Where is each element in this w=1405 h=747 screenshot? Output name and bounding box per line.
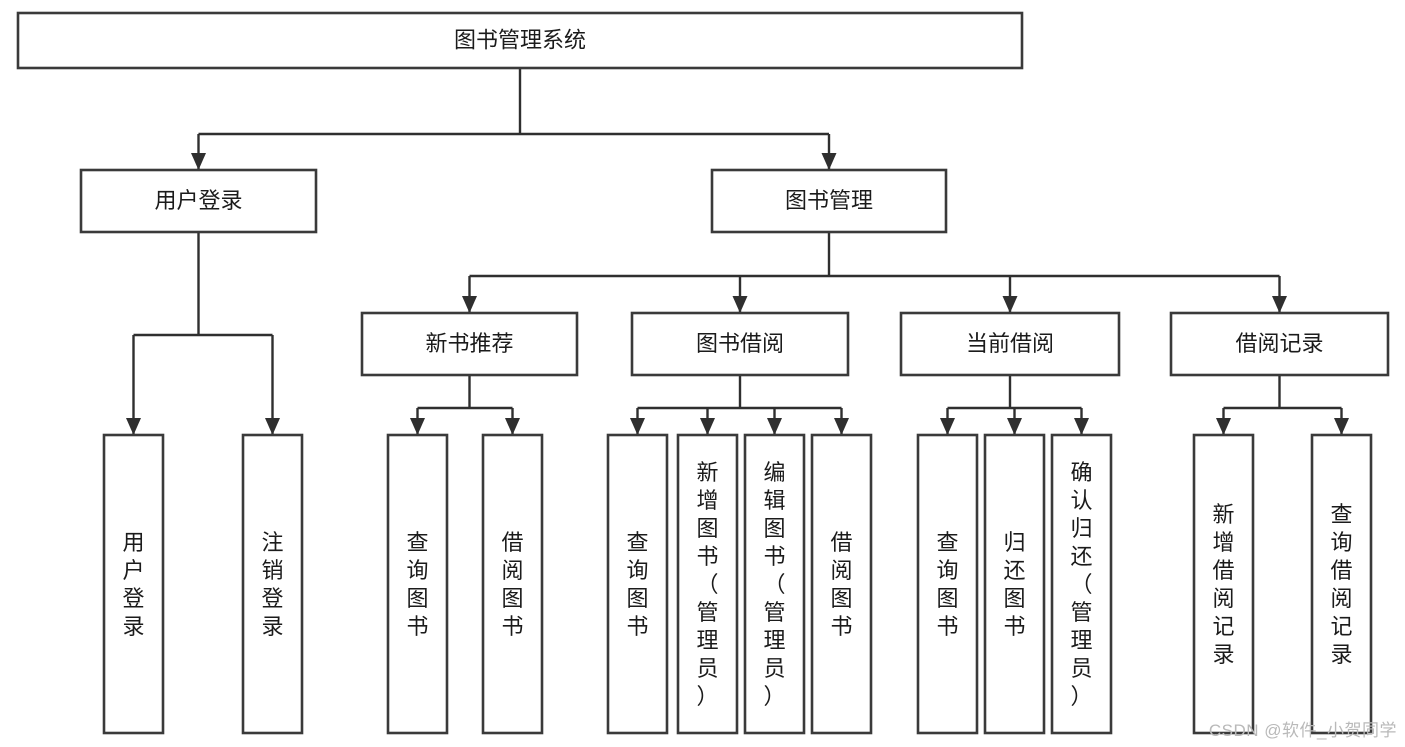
- connector-layer: [126, 68, 1349, 435]
- node-l3-2[interactable]: 当前借阅: [899, 311, 1121, 377]
- node-box[interactable]: [1050, 433, 1113, 735]
- node-label: 新增借阅记录: [1212, 502, 1234, 667]
- node-label: 图书借阅: [696, 331, 784, 356]
- edge-newbook-arrow-1: [505, 418, 520, 435]
- edge-newbook-arrow-0: [410, 418, 425, 435]
- node-box[interactable]: [1310, 433, 1373, 735]
- node-leaf-8[interactable]: 查询图书: [916, 433, 979, 735]
- node-label: 编辑图书（管理员）: [763, 460, 785, 709]
- node-label: 新增图书（管理员）: [696, 460, 718, 709]
- edge-bookmgmt-arrow-3: [1272, 296, 1287, 313]
- node-label: 用户登录: [122, 530, 144, 639]
- node-label: 归还图书: [1003, 530, 1025, 639]
- node-label: 注销登录: [261, 530, 283, 639]
- node-label: 确认归还（管理员）: [1070, 460, 1092, 709]
- node-label: 新书推荐: [425, 331, 513, 356]
- node-label: 用户登录: [154, 188, 242, 213]
- node-label: 查询图书: [626, 530, 648, 639]
- edge-current-arrow-0: [940, 418, 955, 435]
- node-box[interactable]: [241, 433, 304, 735]
- node-l2-0[interactable]: 用户登录: [79, 168, 318, 234]
- edge-borrow-arrow-2: [767, 418, 782, 435]
- node-leaf-7[interactable]: 借阅图书: [810, 433, 873, 735]
- node-leaf-5[interactable]: 新增图书（管理员）: [676, 433, 739, 735]
- node-root-0[interactable]: 图书管理系统: [16, 11, 1024, 70]
- node-label: 图书管理系统: [454, 27, 586, 52]
- node-box[interactable]: [899, 311, 1121, 377]
- node-label: 图书管理: [785, 188, 873, 213]
- node-l2-1[interactable]: 图书管理: [710, 168, 948, 234]
- edge-bookmgmt-arrow-0: [462, 296, 477, 313]
- node-box[interactable]: [1192, 433, 1255, 735]
- node-leaf-1[interactable]: 注销登录: [241, 433, 304, 735]
- node-box[interactable]: [676, 433, 739, 735]
- node-box[interactable]: [79, 168, 318, 234]
- node-label: 借阅记录: [1235, 331, 1323, 356]
- node-box[interactable]: [386, 433, 449, 735]
- node-layer: 图书管理系统用户登录图书管理新书推荐图书借阅当前借阅借阅记录用户登录注销登录查询…: [16, 11, 1390, 735]
- node-label: 借阅图书: [501, 530, 523, 639]
- edge-bookmgmt-arrow-2: [1002, 296, 1018, 313]
- node-box[interactable]: [16, 11, 1024, 70]
- node-leaf-3[interactable]: 借阅图书: [481, 433, 544, 735]
- edge-root-arrow-1: [821, 153, 837, 170]
- node-box[interactable]: [630, 311, 850, 377]
- node-label: 查询图书: [936, 530, 958, 639]
- edge-current-arrow-2: [1074, 418, 1089, 435]
- edge-borrow-arrow-1: [700, 418, 715, 435]
- node-box[interactable]: [102, 433, 165, 735]
- node-label: 当前借阅: [966, 331, 1054, 356]
- edge-bookmgmt-arrow-1: [732, 296, 748, 313]
- node-box[interactable]: [983, 433, 1046, 735]
- node-leaf-2[interactable]: 查询图书: [386, 433, 449, 735]
- node-l3-1[interactable]: 图书借阅: [630, 311, 850, 377]
- edge-current-arrow-1: [1007, 418, 1022, 435]
- node-box[interactable]: [916, 433, 979, 735]
- edge-record-arrow-1: [1334, 418, 1349, 435]
- node-box[interactable]: [606, 433, 669, 735]
- node-l3-3[interactable]: 借阅记录: [1169, 311, 1390, 377]
- edge-userlogin-arrow-1: [265, 418, 280, 435]
- node-l3-0[interactable]: 新书推荐: [360, 311, 579, 377]
- edge-record-arrow-0: [1216, 418, 1231, 435]
- edge-borrow-arrow-3: [834, 418, 849, 435]
- edge-root-arrow-0: [191, 153, 206, 170]
- node-box[interactable]: [710, 168, 948, 234]
- node-leaf-4[interactable]: 查询图书: [606, 433, 669, 735]
- node-label: 查询图书: [406, 530, 428, 639]
- edge-userlogin-arrow-0: [126, 418, 141, 435]
- node-box[interactable]: [481, 433, 544, 735]
- node-label: 借阅图书: [830, 530, 852, 639]
- node-leaf-12[interactable]: 查询借阅记录: [1310, 433, 1373, 735]
- node-leaf-9[interactable]: 归还图书: [983, 433, 1046, 735]
- csdn-watermark: CSDN @软件_小贺同学: [1208, 721, 1397, 740]
- node-leaf-0[interactable]: 用户登录: [102, 433, 165, 735]
- node-leaf-6[interactable]: 编辑图书（管理员）: [743, 433, 806, 735]
- node-box[interactable]: [360, 311, 579, 377]
- node-box[interactable]: [743, 433, 806, 735]
- edge-borrow-arrow-0: [630, 418, 645, 435]
- node-label: 查询借阅记录: [1330, 502, 1352, 667]
- node-box[interactable]: [810, 433, 873, 735]
- node-box[interactable]: [1169, 311, 1390, 377]
- node-leaf-11[interactable]: 新增借阅记录: [1192, 433, 1255, 735]
- node-leaf-10[interactable]: 确认归还（管理员）: [1050, 433, 1113, 735]
